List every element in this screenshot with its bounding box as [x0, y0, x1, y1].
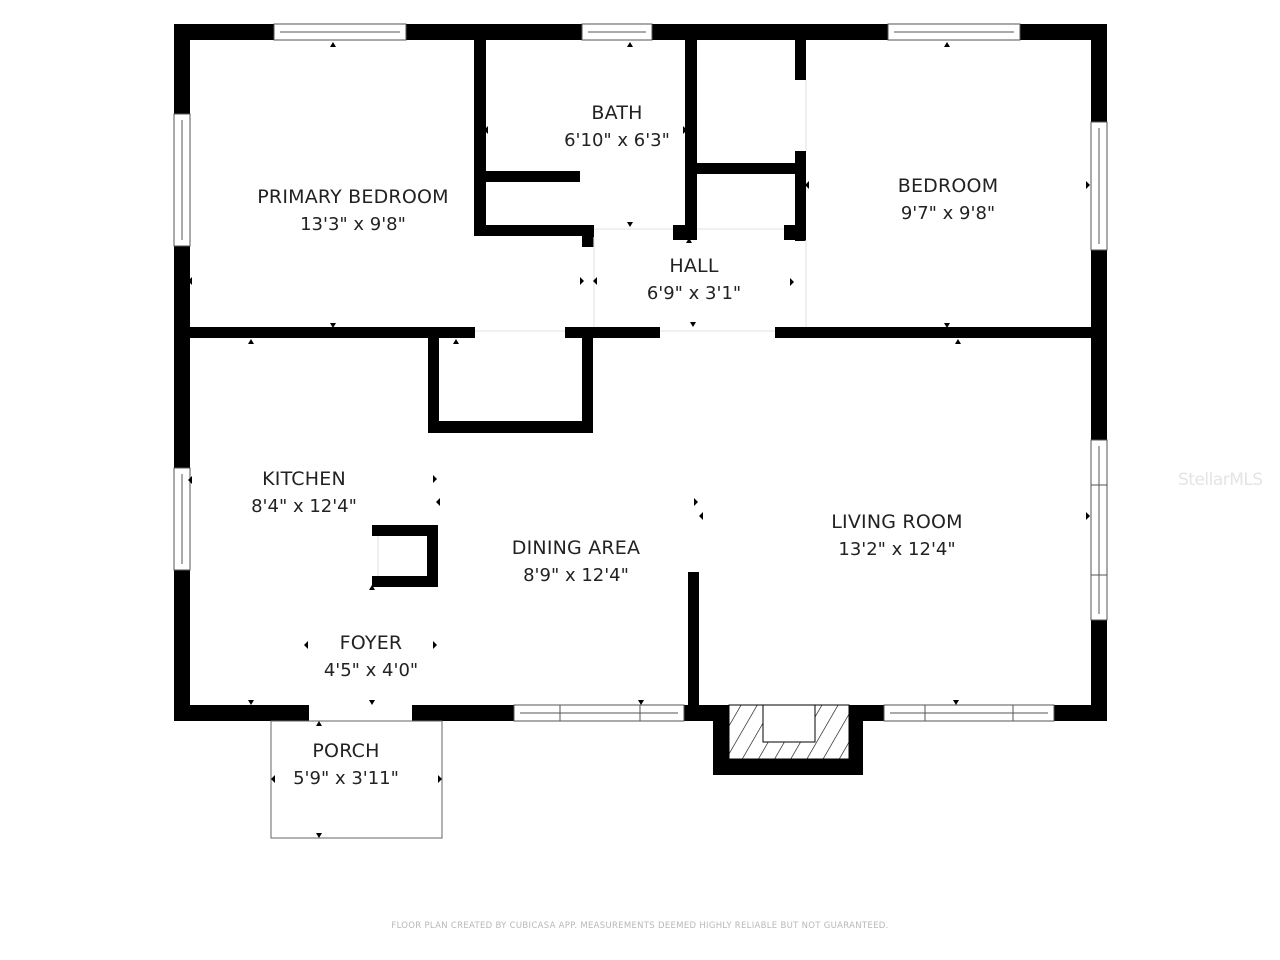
room-label-dining-area: DINING AREA 8'9" x 12'4" — [512, 535, 640, 589]
porch-outline — [270, 720, 443, 839]
interior-walls — [190, 40, 1091, 712]
room-label-foyer: FOYER 4'5" x 4'0" — [324, 630, 418, 684]
room-dimensions: 13'3" x 9'8" — [300, 213, 406, 235]
room-dimensions: 8'9" x 12'4" — [523, 564, 629, 586]
room-label-hall: HALL 6'9" x 3'1" — [647, 253, 741, 307]
room-name: KITCHEN — [262, 468, 346, 490]
room-name: BATH — [591, 102, 643, 124]
room-name: FOYER — [339, 632, 403, 654]
room-dimensions: 9'7" x 9'8" — [900, 202, 996, 224]
room-dimensions: 8'4" x 12'4" — [251, 495, 357, 517]
footer-disclaimer: FLOOR PLAN CREATED BY CUBICASA APP. MEAS… — [391, 921, 889, 931]
room-label-porch: PORCH 5'9" x 3'11" — [293, 738, 399, 792]
room-dimensions: 5'9" x 3'11" — [293, 767, 399, 789]
windows — [173, 23, 1108, 722]
room-name: PORCH — [312, 740, 380, 762]
dimension-markers — [188, 42, 1090, 838]
room-name: HALL — [669, 255, 719, 277]
room-dimensions: 6'10" x 6'3" — [564, 129, 670, 151]
room-label-living-room: LIVING ROOM 13'2" x 12'4" — [831, 509, 962, 563]
room-dimensions: 4'5" x 4'0" — [323, 659, 419, 681]
room-dimensions: 6'9" x 3'1" — [646, 282, 742, 304]
room-name: BEDROOM — [897, 175, 999, 197]
watermark: StellarMLS — [1178, 470, 1263, 490]
room-label-bath: BATH 6'10" x 6'3" — [564, 100, 670, 154]
room-label-bedroom: BEDROOM 9'7" x 9'8" — [898, 173, 999, 227]
fireplace — [713, 704, 863, 775]
room-dimensions: 13'2" x 12'4" — [838, 538, 956, 560]
room-label-kitchen: KITCHEN 8'4" x 12'4" — [251, 466, 357, 520]
room-name: LIVING ROOM — [831, 511, 963, 533]
room-label-primary-bedroom: PRIMARY BEDROOM 13'3" x 9'8" — [257, 184, 448, 238]
room-name: PRIMARY BEDROOM — [257, 186, 449, 208]
room-name: DINING AREA — [511, 537, 641, 559]
